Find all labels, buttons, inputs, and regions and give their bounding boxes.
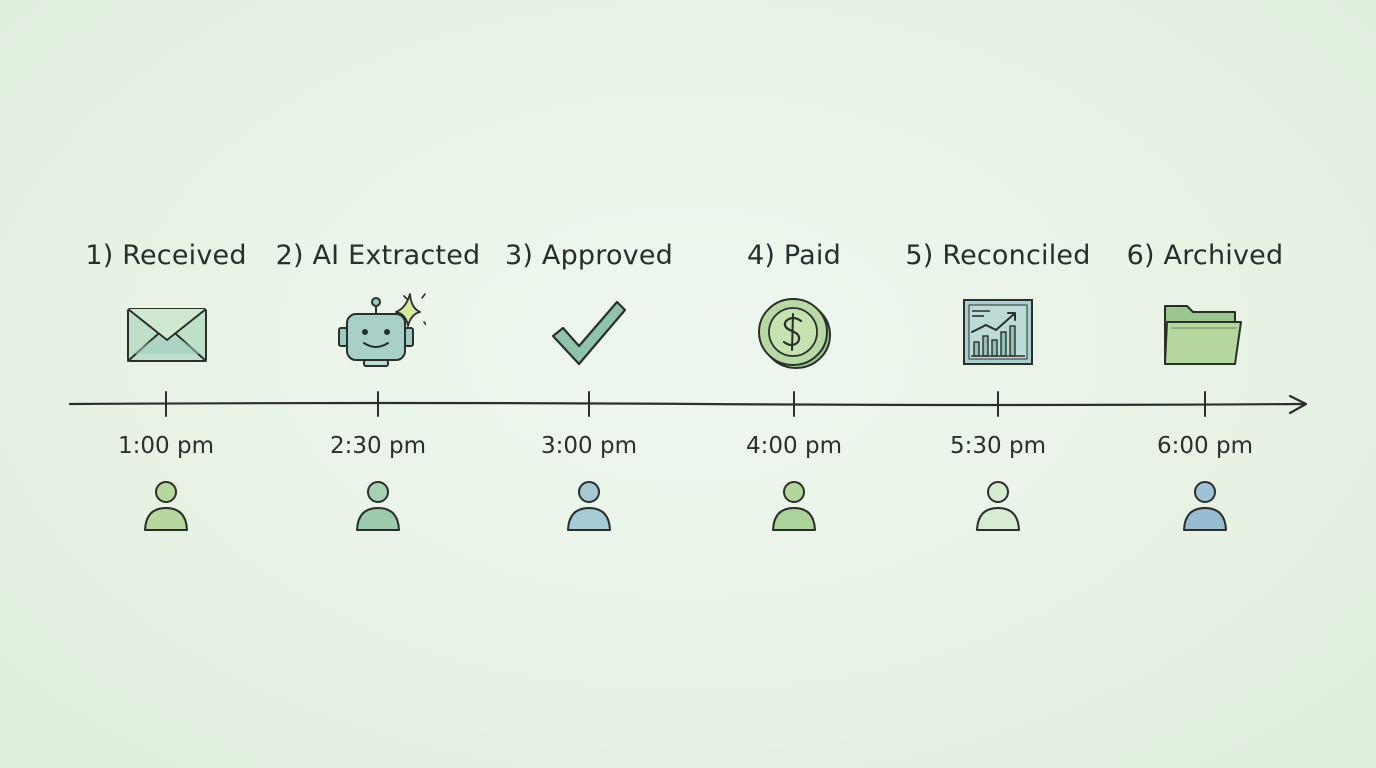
- bar-chart-icon: [950, 292, 1046, 376]
- step-archived: 6) Archived 6:00 pm: [1095, 230, 1315, 550]
- step-time: 4:00 pm: [746, 433, 842, 459]
- step-time: 2:30 pm: [330, 433, 426, 459]
- step-label: 6) Archived: [1126, 240, 1284, 271]
- robot-sparkle-icon: [330, 292, 426, 376]
- step-label: 4) Paid: [747, 240, 841, 271]
- checkmark-icon: [541, 292, 637, 376]
- person-icon: [353, 478, 403, 534]
- person-icon: [564, 478, 614, 534]
- dollar-coin-icon: [746, 292, 842, 376]
- person-icon: [973, 478, 1023, 534]
- step-received: 1) Received 1:00 pm: [56, 230, 276, 550]
- step-label: 2) AI Extracted: [275, 240, 481, 271]
- step-approved: 3) Approved 3:00 pm: [479, 230, 699, 550]
- folder-icon: [1157, 292, 1253, 376]
- step-time: 3:00 pm: [541, 433, 637, 459]
- person-icon: [769, 478, 819, 534]
- step-time: 5:30 pm: [950, 433, 1046, 459]
- step-paid: 4) Paid 4:00 pm: [684, 230, 904, 550]
- step-ai-extracted: 2) AI Extracted 2:30 pm: [268, 230, 488, 550]
- step-label: 1) Received: [85, 240, 247, 271]
- step-reconciled: 5) Reconciled 5:30 pm: [888, 230, 1108, 550]
- step-label: 5) Reconciled: [905, 240, 1091, 271]
- step-label: 3) Approved: [505, 240, 673, 271]
- step-time: 1:00 pm: [118, 433, 214, 459]
- envelope-icon: [118, 292, 214, 376]
- person-icon: [141, 478, 191, 534]
- person-icon: [1180, 478, 1230, 534]
- step-time: 6:00 pm: [1157, 433, 1253, 459]
